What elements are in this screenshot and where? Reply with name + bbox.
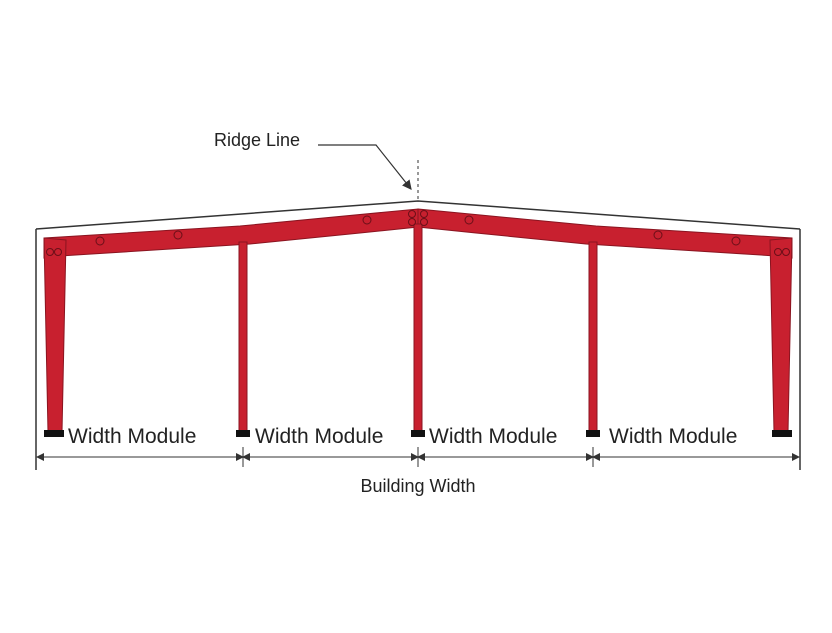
bolt-icon xyxy=(774,248,782,256)
bolt-icon xyxy=(54,248,62,256)
base-plate xyxy=(586,430,600,437)
interior-column-1 xyxy=(238,241,248,433)
ridge-line-marker xyxy=(318,144,419,200)
bolt-icon xyxy=(362,215,372,225)
steel-frame xyxy=(43,208,793,433)
left-rafter xyxy=(43,208,419,259)
width-module-label-3: Width Module xyxy=(429,425,557,448)
bolt-icon xyxy=(731,236,741,246)
bolt-icon xyxy=(653,230,663,240)
right-rafter xyxy=(417,208,793,259)
width-module-label-4: Width Module xyxy=(609,425,737,448)
bolt-icon xyxy=(95,236,105,246)
base-plate xyxy=(236,430,250,437)
width-module-label-1: Width Module xyxy=(68,425,196,448)
left-exterior-column xyxy=(43,237,67,433)
bolt-connections xyxy=(46,210,790,256)
bolt-icon xyxy=(420,210,428,218)
base-plates xyxy=(44,430,792,437)
bolt-icon xyxy=(408,218,416,226)
bolt-icon xyxy=(173,230,183,240)
right-exterior-column xyxy=(769,237,793,433)
base-plate xyxy=(772,430,792,437)
building-outline xyxy=(35,200,801,470)
ridge-column xyxy=(413,223,423,433)
bolt-icon xyxy=(782,248,790,256)
ridge-line-label: Ridge Line xyxy=(214,130,300,150)
base-plate xyxy=(411,430,425,437)
roof-line xyxy=(35,200,801,230)
base-plate xyxy=(44,430,64,437)
dimension-line xyxy=(36,447,800,467)
width-module-label-2: Width Module xyxy=(255,425,383,448)
bolt-icon xyxy=(420,218,428,226)
ridge-leader xyxy=(318,144,412,190)
interior-column-3 xyxy=(588,241,598,433)
building-width-label: Building Width xyxy=(360,476,475,496)
bolt-icon xyxy=(46,248,54,256)
bolt-icon xyxy=(408,210,416,218)
bolt-icon xyxy=(464,215,474,225)
